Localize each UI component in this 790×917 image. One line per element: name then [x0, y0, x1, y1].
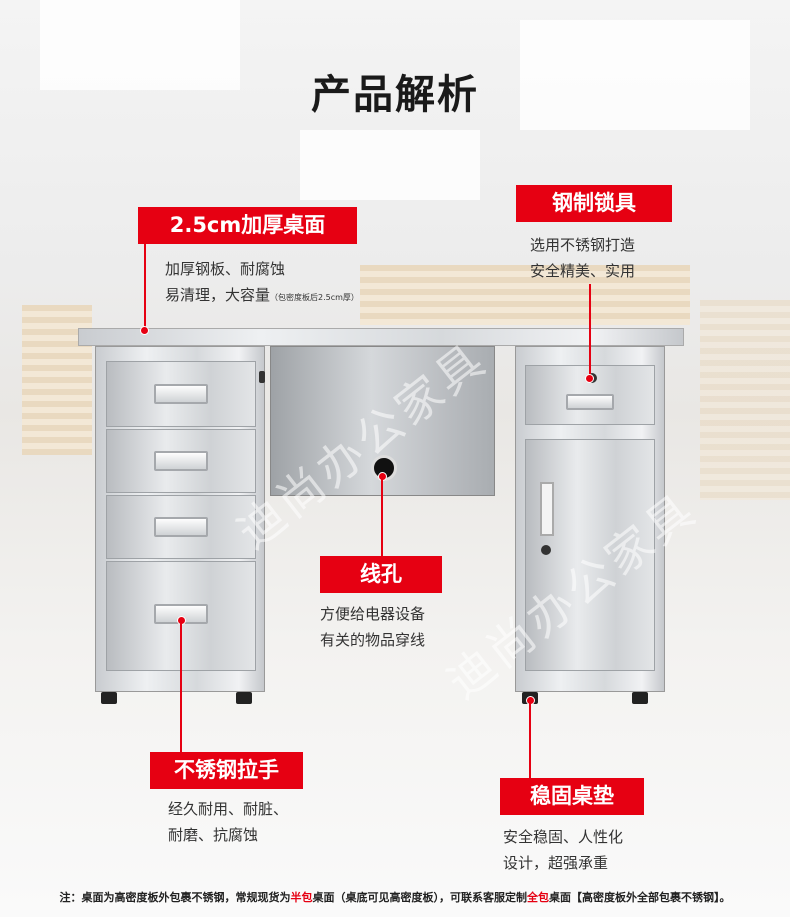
- handle[interactable]: [154, 384, 208, 404]
- desc-line: 有关的物品穿线: [320, 631, 426, 649]
- callout-hole-label: 线孔: [320, 556, 442, 593]
- ceiling-block: [300, 130, 480, 200]
- callout-lock-label: 钢制锁具: [516, 185, 672, 222]
- callout-desktop-label: 2.5cm加厚桌面: [138, 207, 357, 244]
- desc-line: 经久耐用、耐脏、: [168, 800, 289, 818]
- middle-panel: [270, 346, 495, 496]
- footer-highlight: 全包: [527, 891, 549, 904]
- callout-dot: [585, 374, 594, 383]
- desc-line: 选用不锈钢打造: [530, 236, 636, 254]
- ceiling-block: [40, 0, 240, 90]
- callout-pad-label: 稳固桌垫: [500, 778, 644, 815]
- callout-line: [180, 622, 182, 752]
- page-title: 产品解析: [311, 72, 479, 118]
- callout-line: [589, 284, 591, 378]
- ceiling-block: [520, 20, 750, 130]
- footer-text: 注：桌面为高密度板外包裹不锈钢，常规现货为: [59, 891, 291, 904]
- callout-line: [529, 702, 531, 778]
- desc-line: 安全稳固、人性化: [503, 828, 624, 846]
- drawer[interactable]: [106, 495, 256, 559]
- desk-foot: [236, 692, 252, 704]
- callout-pad-desc: 安全稳固、人性化 设计，超强承重: [503, 824, 623, 876]
- background-wall: [360, 265, 690, 325]
- callout-line: [381, 478, 383, 556]
- drawer[interactable]: [106, 429, 256, 493]
- handle[interactable]: [566, 394, 614, 410]
- footer-highlight: 半包: [290, 891, 313, 904]
- desc-line: 设计，超强承重: [503, 854, 609, 872]
- desk-top: [78, 328, 684, 346]
- desc-line: 加厚钢板、耐腐蚀: [165, 260, 286, 278]
- door-handle[interactable]: [540, 482, 554, 536]
- callout-lock-desc: 选用不锈钢打造 安全精美、实用: [530, 232, 635, 284]
- handle[interactable]: [154, 451, 208, 471]
- desk-foot: [101, 692, 117, 704]
- background-shelf: [700, 300, 790, 500]
- footer-text: 桌面（桌底可见高密度板），可联系客服定制: [312, 891, 528, 904]
- callout-line: [144, 244, 146, 330]
- drawer[interactable]: [106, 361, 256, 427]
- callout-handle-label: 不锈钢拉手: [150, 752, 303, 789]
- cabinet-door[interactable]: [525, 439, 655, 671]
- handle[interactable]: [154, 517, 208, 537]
- desc-line: 安全精美、实用: [530, 262, 636, 280]
- desk-foot: [632, 692, 648, 704]
- footer-text: 桌面【高密度板外全部包裹不锈钢】。: [549, 891, 731, 904]
- callout-desktop-desc: 加厚钢板、耐腐蚀 易清理，大容量（包密度板后2.5cm厚）: [165, 256, 359, 311]
- callout-dot: [140, 326, 149, 335]
- footer-note: 注：桌面为高密度板外包裹不锈钢，常规现货为半包桌面（桌底可见高密度板），可联系客…: [0, 889, 790, 905]
- callout-hole-desc: 方便给电器设备 有关的物品穿线: [320, 601, 425, 653]
- desc-line: 耐磨、抗腐蚀: [168, 826, 259, 844]
- desc-line: 方便给电器设备: [320, 605, 426, 623]
- desc-line: 易清理，大容量: [165, 286, 271, 304]
- lock-icon: [541, 545, 551, 555]
- callout-handle-desc: 经久耐用、耐脏、 耐磨、抗腐蚀: [168, 796, 288, 848]
- desc-note: （包密度板后2.5cm厚）: [270, 293, 359, 302]
- lock-icon: [259, 371, 265, 383]
